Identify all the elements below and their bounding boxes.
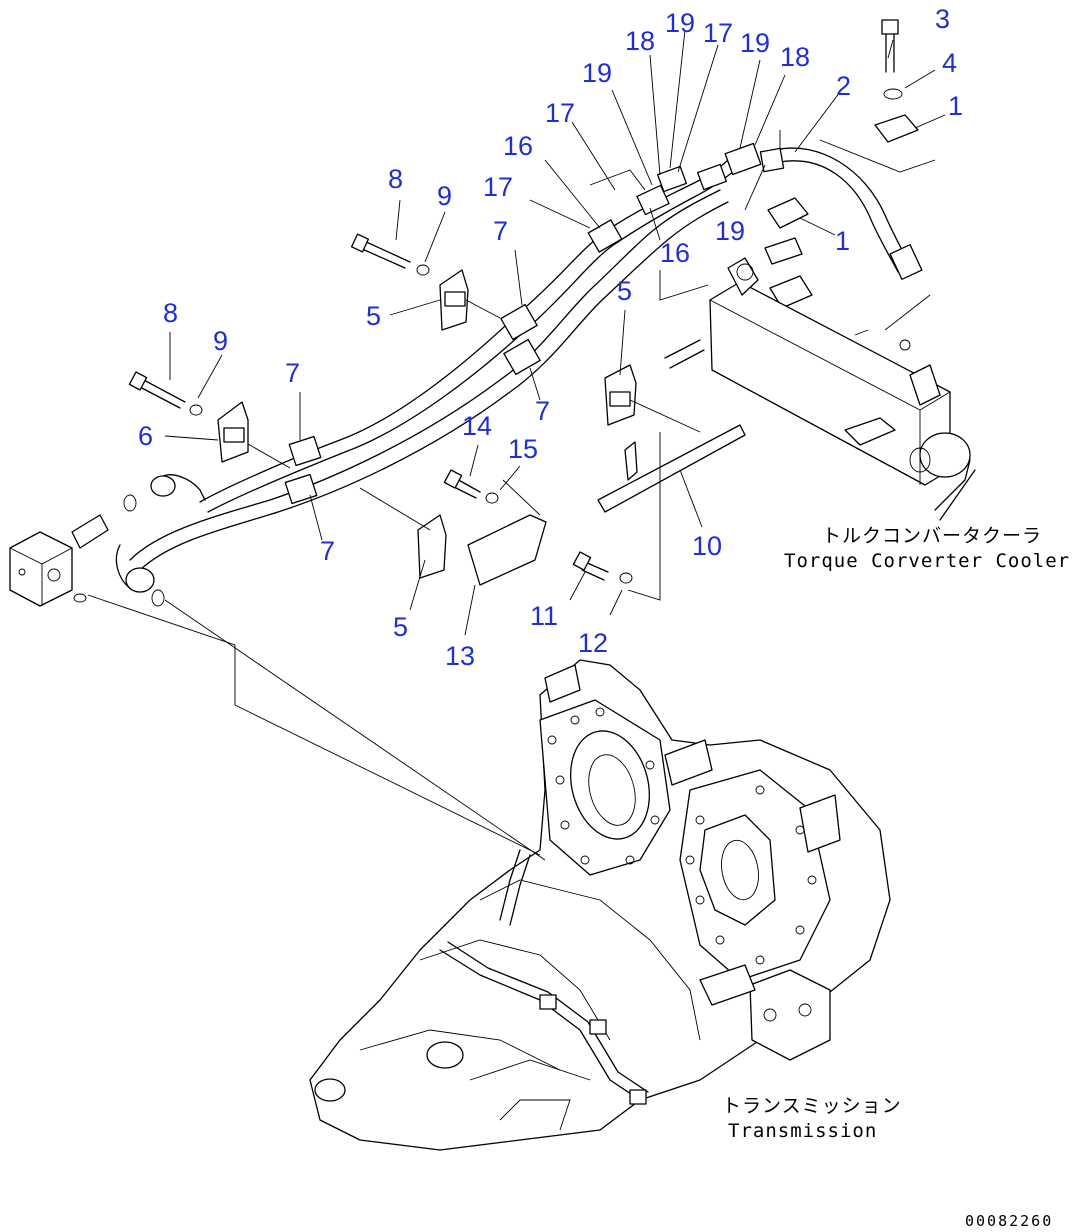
callout-7-a: 7 xyxy=(493,216,508,246)
callout-3: 3 xyxy=(935,4,950,34)
callout-1-mid: 1 xyxy=(835,226,850,256)
callout-19-a: 19 xyxy=(665,8,695,38)
callout-7-c: 7 xyxy=(535,396,550,426)
callout-5-a: 5 xyxy=(366,301,381,331)
callout-19-c: 19 xyxy=(582,58,612,88)
callout-5-b: 5 xyxy=(617,276,632,306)
hose-assembly-drawing xyxy=(115,142,923,607)
callout-4: 4 xyxy=(942,48,957,78)
callout-2: 2 xyxy=(836,71,851,101)
callout-18-b: 18 xyxy=(780,42,810,72)
callout-15: 15 xyxy=(508,434,538,464)
leader-lines xyxy=(87,130,936,861)
bolt-drawing xyxy=(128,19,899,581)
cooler-caption-jp: トルクコンバータクーラ xyxy=(822,525,1042,547)
callout-17-a: 17 xyxy=(703,18,733,48)
oil-block-fitting-drawing xyxy=(9,514,109,607)
callout-8-b: 8 xyxy=(163,298,178,328)
callout-17-b: 17 xyxy=(545,98,575,128)
callout-19-d: 19 xyxy=(715,216,745,246)
transmission-housing-drawing xyxy=(309,659,891,1151)
callout-8-a: 8 xyxy=(388,164,403,194)
callout-18-a: 18 xyxy=(625,26,655,56)
callout-7-b: 7 xyxy=(285,358,300,388)
callout-numbers: 3 4 1 2 19 18 17 19 18 19 17 19 16 17 1 … xyxy=(138,4,963,671)
callout-10: 10 xyxy=(692,531,722,561)
washer-drawing xyxy=(189,88,911,584)
callout-leaders xyxy=(164,29,946,636)
callout-1-top: 1 xyxy=(948,91,963,121)
callout-9-a: 9 xyxy=(437,181,452,211)
document-number: 00082260 xyxy=(965,1212,1053,1230)
transmission-caption-jp: トランスミッション xyxy=(722,1095,902,1117)
callout-7-d: 7 xyxy=(320,536,335,566)
callout-16-b: 16 xyxy=(660,238,690,268)
cooler-caption-en: Torque Corverter Cooler xyxy=(784,550,1070,572)
callout-16-a: 16 xyxy=(503,131,533,161)
torque-converter-cooler-drawing xyxy=(664,257,976,521)
callout-6: 6 xyxy=(138,421,153,451)
callout-14: 14 xyxy=(462,411,492,441)
callout-11: 11 xyxy=(530,601,558,631)
callout-19-b: 19 xyxy=(740,28,770,58)
callout-13: 13 xyxy=(445,641,475,671)
callout-12: 12 xyxy=(578,628,608,658)
callout-5-c: 5 xyxy=(393,612,408,642)
clamp-bracket-drawing xyxy=(217,114,919,586)
callout-9-b: 9 xyxy=(213,326,228,356)
callout-17-c: 17 xyxy=(483,172,513,202)
transmission-caption-en: Transmission xyxy=(728,1120,877,1142)
